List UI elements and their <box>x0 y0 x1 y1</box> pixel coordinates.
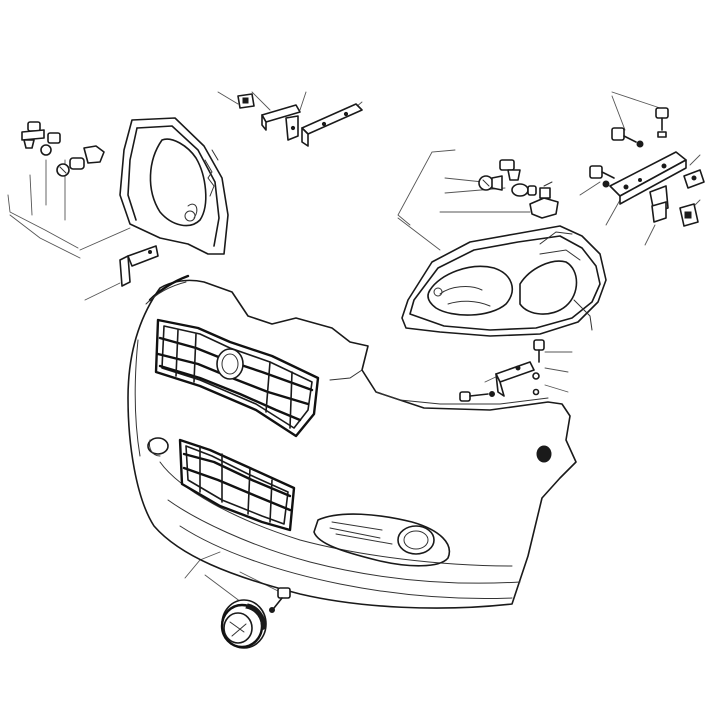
bolt-icon <box>655 107 669 138</box>
bulb-icon <box>511 183 537 197</box>
brackets-top <box>237 93 363 147</box>
bracket-mid-right <box>459 339 545 402</box>
fog-lamp-icon <box>220 587 291 649</box>
bulb-icon <box>499 159 521 181</box>
bracket-icon <box>683 169 705 189</box>
bracket-icon <box>237 93 255 109</box>
bulbs-left <box>21 121 105 177</box>
bracket-icon <box>119 245 159 287</box>
headlamp-right-icon <box>401 225 607 337</box>
bolt-icon <box>611 127 644 148</box>
lower-grille-icon <box>178 438 296 532</box>
bracket-icon <box>649 185 669 223</box>
bulb-icon <box>529 181 559 219</box>
bulb-icon <box>478 175 503 191</box>
bracket-icon <box>679 203 699 227</box>
headlamp-left-icon <box>119 117 229 255</box>
bolt-icon <box>269 587 291 613</box>
bulb-icon <box>40 132 61 156</box>
bulbs-right <box>478 159 559 219</box>
bracket-icon <box>261 104 301 141</box>
bulb-icon <box>21 121 45 149</box>
bolt-icon <box>459 391 495 402</box>
grille-icon <box>154 318 320 438</box>
bolt-icon <box>533 339 545 363</box>
bracket-icon <box>301 103 363 147</box>
brackets-right <box>589 107 705 227</box>
bulb-icon <box>56 145 105 177</box>
bolt-icon <box>589 165 615 188</box>
bracket-icon <box>609 151 687 205</box>
bumper-icon <box>127 274 577 609</box>
bracket-icon <box>495 361 535 397</box>
